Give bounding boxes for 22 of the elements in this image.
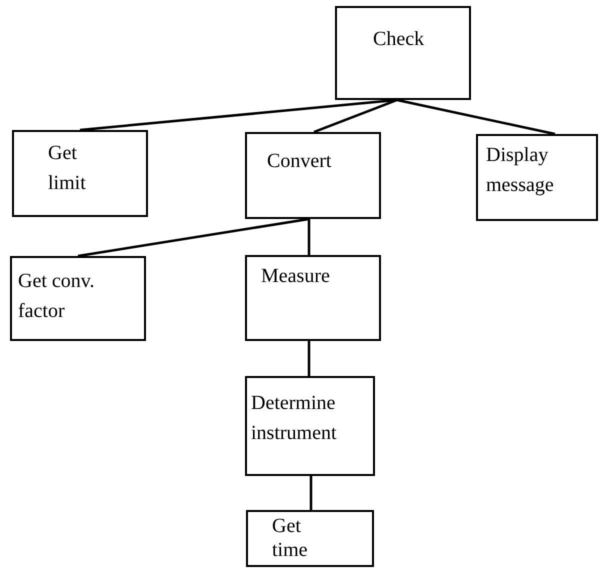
connector-line bbox=[78, 218, 310, 258]
process-box bbox=[476, 134, 598, 221]
connector-line bbox=[396, 98, 556, 136]
box-label: Measure bbox=[261, 264, 331, 289]
box-label: Get time bbox=[272, 514, 309, 562]
process-box bbox=[245, 255, 381, 341]
process-box bbox=[245, 376, 375, 476]
process-box bbox=[245, 132, 381, 219]
process-box bbox=[12, 130, 148, 217]
connector-line bbox=[314, 98, 398, 134]
connector-line bbox=[308, 341, 310, 376]
box-label: Check bbox=[373, 27, 426, 52]
box-label: Convert bbox=[267, 149, 332, 174]
connector-line bbox=[308, 219, 310, 255]
process-box bbox=[246, 510, 374, 567]
process-box bbox=[10, 256, 146, 341]
box-label: Get limit bbox=[48, 141, 87, 196]
connector-line bbox=[310, 476, 312, 510]
box-label: Display message bbox=[486, 143, 555, 198]
process-box bbox=[335, 6, 471, 100]
box-label: Determine instrument bbox=[251, 391, 338, 446]
box-label: Get conv. factor bbox=[18, 269, 96, 324]
